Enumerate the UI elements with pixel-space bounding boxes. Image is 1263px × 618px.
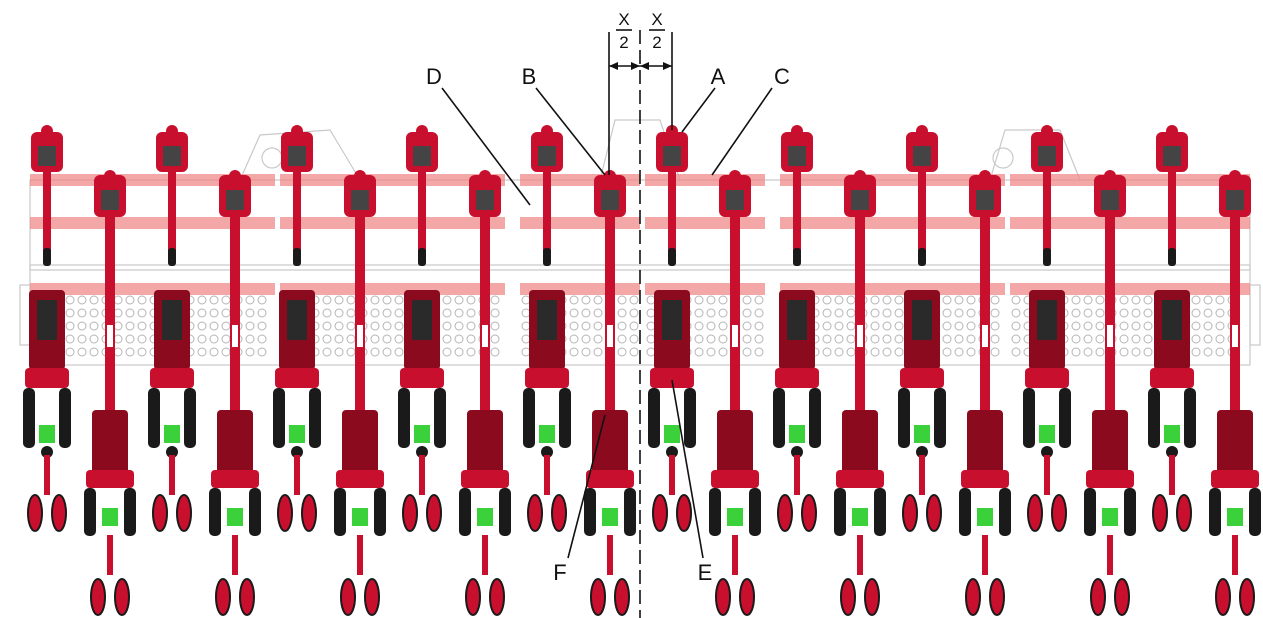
rear-row-unit — [959, 170, 1011, 616]
rear-row-unit — [1209, 170, 1261, 616]
dimension-right-denominator: 2 — [652, 33, 661, 52]
front-row-unit — [898, 125, 946, 532]
callout-c: C — [774, 64, 790, 89]
front-row-unit — [773, 125, 821, 532]
front-row-unit — [23, 125, 71, 532]
callout-f: F — [553, 560, 566, 585]
callout-b: B — [522, 64, 537, 89]
callout-a: A — [711, 64, 726, 89]
front-row-unit — [398, 125, 446, 532]
front-row-unit — [1023, 125, 1071, 532]
dimension-left-numerator: X — [618, 10, 629, 29]
dimension-left-denominator: 2 — [619, 33, 628, 52]
callout-e: E — [698, 560, 713, 585]
front-row-unit — [1148, 125, 1196, 532]
front-row-unit — [148, 125, 196, 532]
front-row-unit — [273, 125, 321, 532]
rear-row-unit — [209, 170, 261, 616]
rear-row-unit — [334, 170, 386, 616]
rear-row-unit — [834, 170, 886, 616]
rear-row-unit — [584, 170, 636, 616]
rear-row-unit — [84, 170, 136, 616]
callout-leaders — [441, 87, 773, 559]
rear-row-unit — [1084, 170, 1136, 616]
spacing-dimension: X 2 X 2 — [608, 10, 673, 175]
front-row-unit — [523, 125, 571, 532]
rear-row-unit — [459, 170, 511, 616]
highlight-bands — [30, 174, 1250, 295]
callout-d: D — [426, 64, 442, 89]
front-row-unit — [648, 125, 696, 532]
row-units — [23, 125, 1261, 616]
dimension-right-numerator: X — [651, 10, 662, 29]
rear-row-unit — [709, 170, 761, 616]
